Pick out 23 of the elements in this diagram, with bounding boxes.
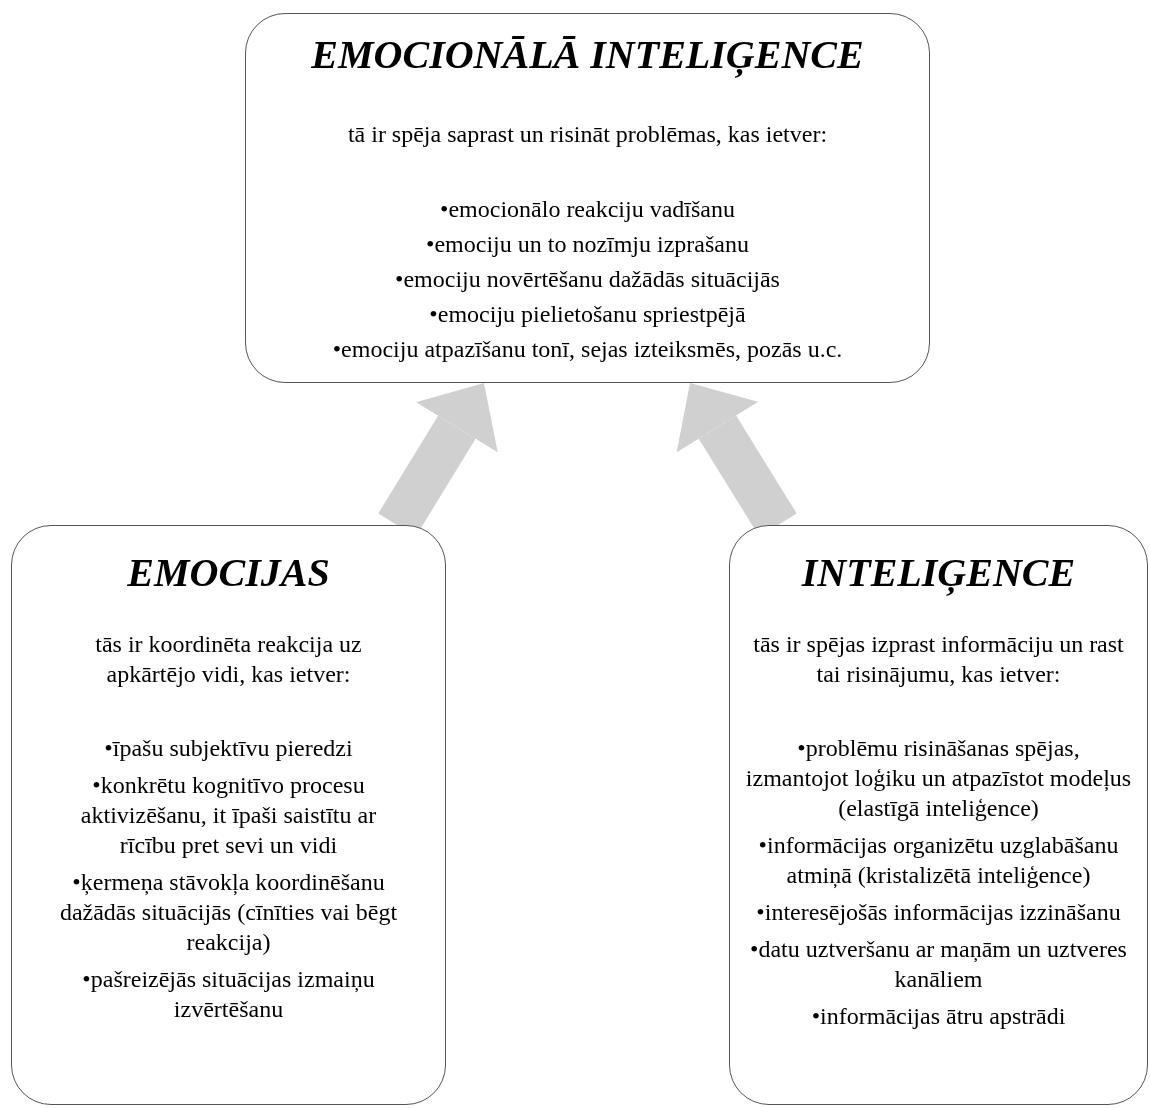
bullet-item: •problēmu risināšanas spējas, izmantojot loģiku un atpazīstot modeļus (elastīgā inteliģence) bbox=[744, 734, 1133, 823]
bullet-item: •ķermeņa stāvokļa koordinēšanu dažādās situācijās (cīnīties vai bēgt reakcija) bbox=[58, 868, 399, 957]
bullet-item: •datu uztveršanu ar maņām un uztveres kanāliem bbox=[749, 935, 1128, 994]
bullet-item: •īpašu subjektīvu pieredzi bbox=[103, 734, 354, 763]
box-heading: EMOCIONĀLĀ INTELIĢENCE bbox=[310, 32, 865, 78]
definition-text: tās ir koordinēta reakcija uz apkārtējo vidi, kas ietver: bbox=[94, 630, 363, 689]
rounded-box bbox=[729, 525, 1148, 1105]
box-heading: INTELIĢENCE bbox=[800, 550, 1077, 596]
bullet-item: •emociju novērtēšanu dažādās situācijās bbox=[394, 265, 781, 294]
definition-text: tā ir spēja saprast un risināt problēmas, kas ietver: bbox=[346, 120, 829, 149]
bullet-item: •informācijas ātru apstrādi bbox=[810, 1002, 1067, 1031]
bullet-item: •interesējošās informācijas izzināšanu bbox=[755, 898, 1122, 927]
rounded-box bbox=[11, 525, 446, 1105]
bullet-item: •emociju pielietošanu spriestpējā bbox=[428, 300, 747, 329]
bullet-item: •emociju un to nozīmju izprašanu bbox=[425, 230, 750, 259]
bullet-item: •konkrētu kognitīvo procesu aktivizēšanu, it īpaši saistītu ar rīcību pret sevi un vidi bbox=[79, 771, 378, 860]
rounded-box bbox=[245, 13, 930, 383]
box-heading: EMOCIJAS bbox=[126, 550, 331, 596]
bullet-item: •emocionālo reakciju vadīšanu bbox=[439, 195, 736, 224]
bullet-item: •emociju atpazīšanu tonī, sejas izteiksmēs, pozās u.c. bbox=[331, 335, 844, 364]
definition-text: tās ir spējas izprast informāciju un rast tai risinājumu, kas ietver: bbox=[752, 630, 1125, 689]
bullet-item: •informācijas organizētu uzglabāšanu atmiņā (kristalizētā inteliģence) bbox=[757, 831, 1120, 890]
bullet-item: •pašreizējās situācijas izmaiņu izvērtēšanu bbox=[81, 965, 376, 1024]
